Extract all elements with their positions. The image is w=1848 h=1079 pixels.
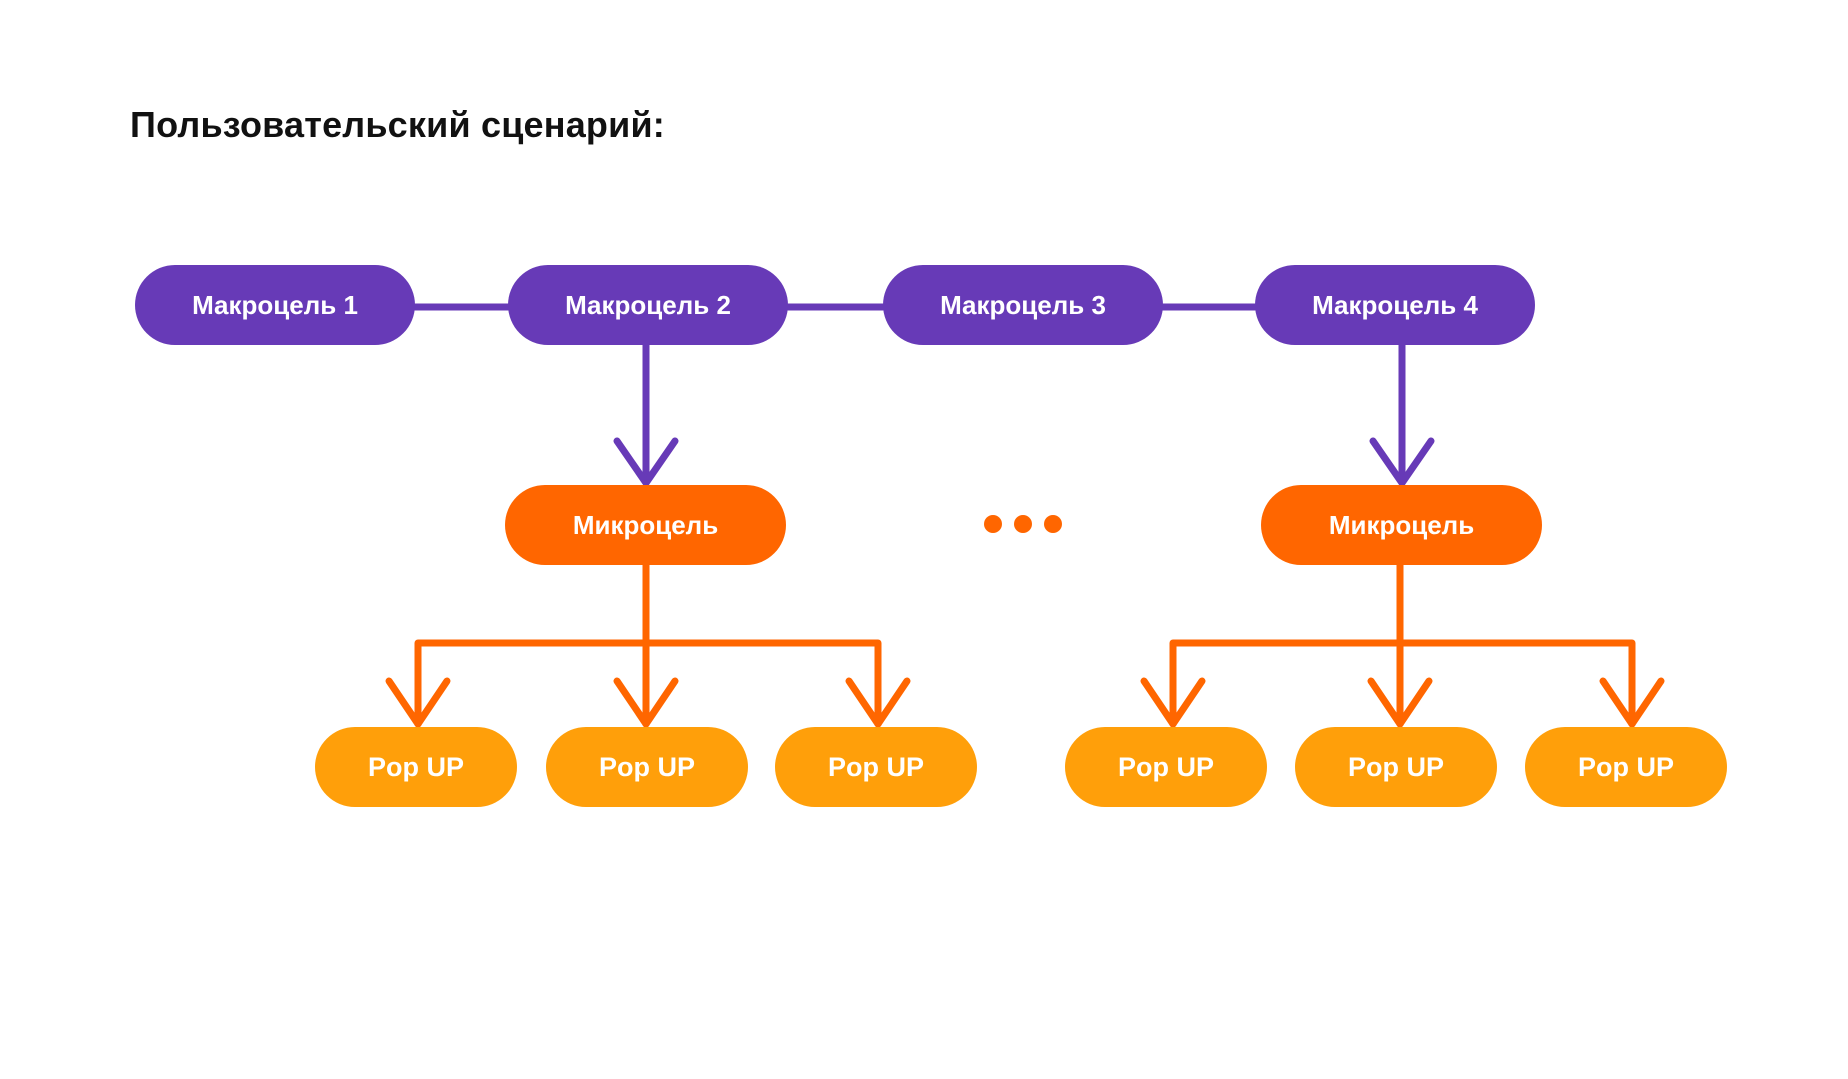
micro-goal-label: Микроцель <box>572 509 719 540</box>
macro-goal-2: Макроцель 2 <box>508 265 788 345</box>
macro-goal-4: Макроцель 4 <box>1255 265 1535 345</box>
popup-label: Pop UP <box>367 751 464 782</box>
macro-goal-label: Макроцель 4 <box>1312 289 1478 320</box>
arrowhead-icon <box>1140 677 1206 728</box>
arrowhead-icon <box>613 437 679 487</box>
popup-label: Pop UP <box>598 751 695 782</box>
micro-goal-1: Микроцель <box>505 485 786 565</box>
connector-micro2-branch <box>1169 639 1636 728</box>
connector-micro1-branch <box>414 639 882 728</box>
macro-goal-3: Макроцель 3 <box>883 265 1163 345</box>
ellipsis-dot-icon <box>984 515 1002 533</box>
page-title: Пользовательский сценарий: <box>130 104 665 145</box>
micro-goal-label: Микроцель <box>1328 509 1475 540</box>
macro-goal-1: Макроцель 1 <box>135 265 415 345</box>
popup-label: Pop UP <box>1347 751 1444 782</box>
arrowhead-icon <box>385 677 451 728</box>
popup-node-6: Pop UP <box>1525 727 1727 807</box>
popup-node-5: Pop UP <box>1295 727 1497 807</box>
macro-goal-label: Макроцель 2 <box>565 289 731 320</box>
popup-label: Pop UP <box>1577 751 1674 782</box>
popup-node-3: Pop UP <box>775 727 977 807</box>
arrowhead-icon <box>1367 677 1433 728</box>
macro-goal-label: Макроцель 1 <box>192 289 358 320</box>
arrowhead-icon <box>845 677 911 728</box>
popup-label: Pop UP <box>827 751 924 782</box>
popup-node-1: Pop UP <box>315 727 517 807</box>
popup-node-4: Pop UP <box>1065 727 1267 807</box>
popup-label: Pop UP <box>1117 751 1214 782</box>
arrowhead-icon <box>1599 677 1665 728</box>
macro-goal-label: Макроцель 3 <box>940 289 1106 320</box>
micro-goal-2: Микроцель <box>1261 485 1542 565</box>
popup-node-2: Pop UP <box>546 727 748 807</box>
arrowhead-icon <box>1369 437 1435 487</box>
ellipsis-dot-icon <box>1044 515 1062 533</box>
arrowhead-icon <box>613 677 679 728</box>
ellipsis-dot-icon <box>1014 515 1032 533</box>
